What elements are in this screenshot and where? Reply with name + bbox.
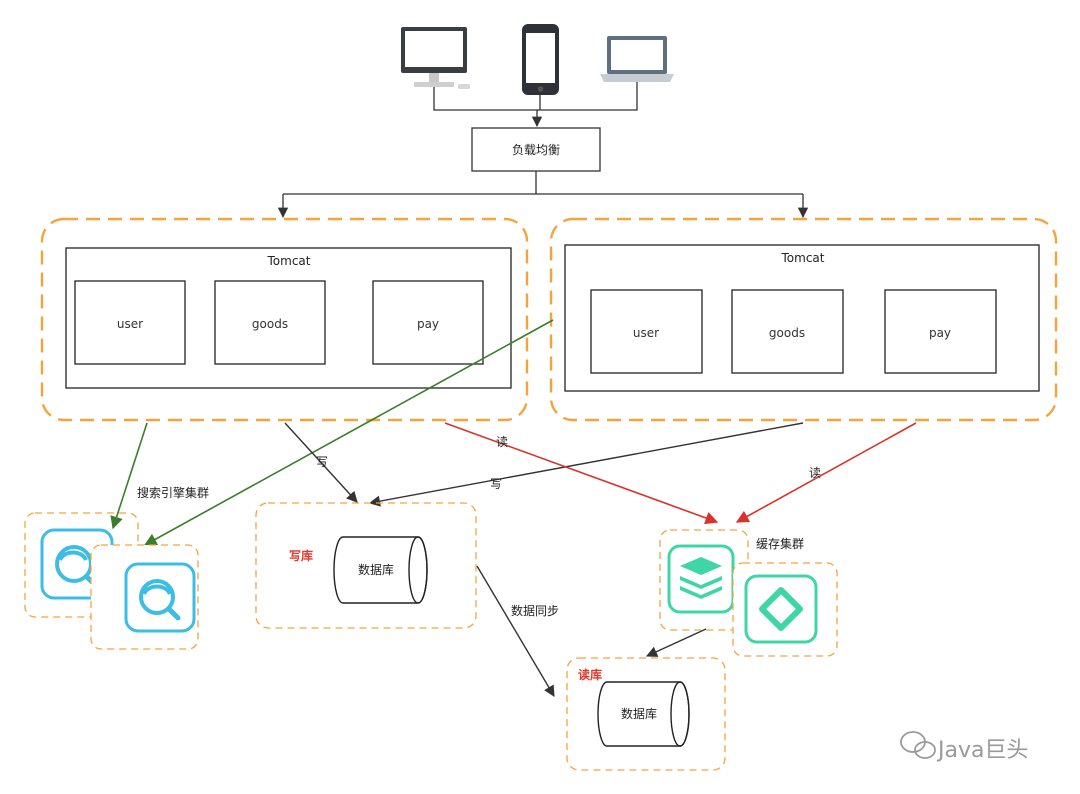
database-cylinder-icon bbox=[333, 536, 428, 604]
smartphone-icon bbox=[522, 24, 559, 95]
cache-node-2 bbox=[732, 562, 838, 657]
write-db-node: 写库 数据库 bbox=[255, 502, 477, 629]
edge-label-read-2: 读 bbox=[809, 466, 821, 480]
lb-fanout-edges bbox=[277, 171, 809, 219]
service-pay-2 bbox=[884, 289, 997, 374]
service-goods-label-1: goods bbox=[252, 317, 288, 331]
service-goods-2 bbox=[731, 289, 844, 374]
service-user-1 bbox=[74, 280, 186, 365]
search-cluster-label: 搜索引擎集群 bbox=[137, 485, 209, 500]
wechat-icon bbox=[900, 731, 936, 759]
edge-write-1 bbox=[284, 422, 358, 503]
read-db-label: 数据库 bbox=[621, 706, 657, 721]
client-connectors bbox=[433, 82, 638, 128]
search-engine-icon bbox=[139, 579, 181, 621]
desktop-monitor-icon bbox=[401, 27, 470, 89]
server-cluster-2: Tomcat user goods pay bbox=[549, 217, 1058, 422]
edge-label-write-1: 写 bbox=[316, 455, 328, 469]
laptop-icon bbox=[600, 36, 674, 82]
edge-write-2 bbox=[368, 422, 804, 507]
search-engine-icon bbox=[55, 545, 99, 589]
redis-stack-icon bbox=[680, 557, 722, 599]
service-goods-label-2: goods bbox=[769, 326, 805, 340]
read-db-tag: 读库 bbox=[578, 667, 602, 682]
edge-read-1 bbox=[444, 422, 719, 525]
edge-sync bbox=[476, 565, 555, 697]
edge-label-sync: 数据同步 bbox=[511, 603, 559, 618]
write-db-label: 数据库 bbox=[358, 562, 394, 577]
service-user-label-1: user bbox=[117, 317, 143, 331]
service-user-2 bbox=[590, 289, 703, 374]
write-db-tag: 写库 bbox=[289, 548, 313, 563]
server-cluster-1: Tomcat user goods pay bbox=[40, 217, 529, 422]
edge-read-2 bbox=[735, 422, 917, 523]
edge-label-write-2: 写 bbox=[490, 477, 502, 491]
service-pay-label-1: pay bbox=[417, 317, 439, 331]
load-balancer-node: 负载均衡 bbox=[471, 127, 601, 172]
read-db-node: 读库 数据库 bbox=[566, 657, 726, 771]
watermark: Java巨头 bbox=[900, 731, 1028, 763]
cache-cluster-label: 缓存集群 bbox=[756, 536, 804, 551]
edge-search-1 bbox=[110, 422, 148, 530]
search-node-2 bbox=[90, 544, 199, 650]
load-balancer-label: 负载均衡 bbox=[512, 143, 560, 157]
watermark-text: Java巨头 bbox=[936, 738, 1028, 763]
cache-diamond-icon bbox=[759, 587, 803, 631]
tomcat-title-2: Tomcat bbox=[781, 251, 825, 265]
service-pay-1 bbox=[372, 280, 484, 365]
edge-cache-to-read bbox=[645, 628, 707, 657]
edge-search-2 bbox=[143, 319, 554, 546]
edge-label-read-1: 读 bbox=[496, 435, 508, 449]
service-user-label-2: user bbox=[633, 326, 659, 340]
service-goods-1 bbox=[214, 280, 326, 365]
tomcat-title-1: Tomcat bbox=[267, 254, 311, 268]
database-cylinder-icon bbox=[597, 681, 690, 747]
service-pay-label-2: pay bbox=[929, 326, 951, 340]
